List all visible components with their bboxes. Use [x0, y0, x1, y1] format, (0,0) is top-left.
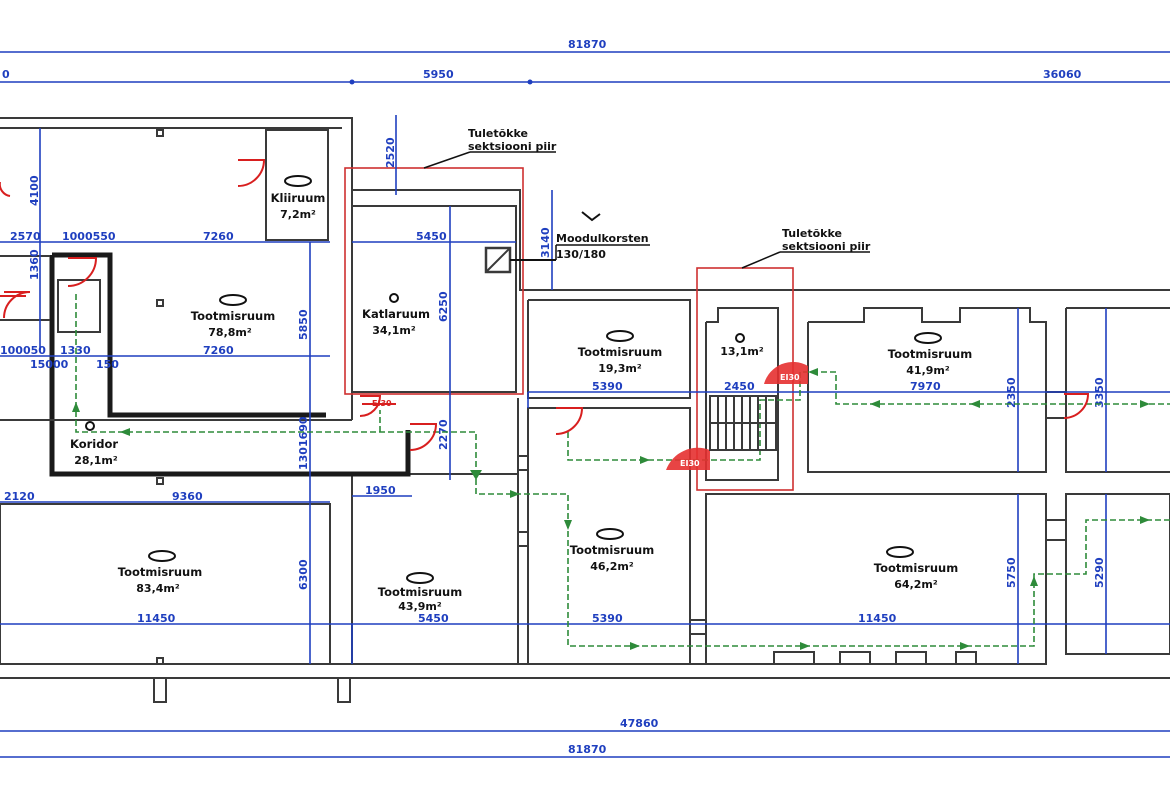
dim-7260-upper: 7260	[203, 230, 234, 243]
stair-treads	[709, 395, 777, 451]
dim-1301690: 1301690	[297, 416, 310, 470]
dim-2350: 2350	[1005, 377, 1018, 408]
dim-150: 150	[96, 358, 119, 371]
fire-section-note-1: Tuletõkke sektsiooni piir	[423, 127, 557, 169]
dim-5850: 5850	[297, 309, 310, 340]
room-name-tootmisruum-83: Tootmisruum	[118, 565, 202, 579]
room-area-koridor: 28,1m²	[74, 454, 118, 467]
dim-11450-right: 11450	[858, 612, 897, 625]
fire-note-2-line-2: sektsiooni piir	[782, 240, 871, 253]
dim-5750: 5750	[1005, 557, 1018, 588]
dim-15000: 15000	[30, 358, 69, 371]
room-name-tootmisruum-46: Tootmisruum	[570, 543, 654, 557]
door-label-3: EI30	[372, 399, 392, 408]
room-labels: Kliiruum 7,2m² Tootmisruum 78,8m² Katlar…	[70, 191, 972, 613]
dim-1000550: 1000550	[62, 230, 116, 243]
door-label-2: EI30	[780, 373, 800, 382]
fire-note-2-line-1: Tuletõkke	[782, 227, 842, 240]
room-area-kliiruum: 7,2m²	[280, 208, 316, 221]
dim-5390-b: 5390	[592, 612, 623, 625]
dim-6250: 6250	[437, 291, 450, 322]
dim-1360: 1360	[28, 249, 41, 280]
door-label-1: EI30	[680, 459, 700, 468]
dim-bottom-b: 81870	[568, 743, 607, 756]
interior-dimensions: 2570 1000550 7260 4100 1360 100050 1330 …	[0, 115, 1170, 664]
room-name-tootmisruum-19: Tootmisruum	[578, 345, 662, 359]
dim-2570: 2570	[10, 230, 41, 243]
dim-6300: 6300	[297, 559, 310, 590]
building-walls	[0, 117, 1170, 703]
dim-5450: 5450	[416, 230, 447, 243]
chimney-symbol: Moodulkorsten 130/180	[484, 211, 650, 274]
dim-top-left: 0	[2, 68, 10, 81]
dim-11450-left: 11450	[137, 612, 176, 625]
dim-4100: 4100	[28, 175, 41, 206]
room-area-tootmisruum-41: 41,9m²	[906, 364, 950, 377]
dim-5450-b: 5450	[418, 612, 449, 625]
fire-section-note-2: Tuletõkke sektsiooni piir	[741, 227, 871, 269]
dim-top-b: 36060	[1043, 68, 1082, 81]
room-area-tootmisruum-83: 83,4m²	[136, 582, 180, 595]
dim-2270: 2270	[437, 419, 450, 450]
room-name-tootmisruum-41: Tootmisruum	[888, 347, 972, 361]
chimney-label-1: Moodulkorsten	[556, 232, 649, 245]
fire-note-1-line-1: Tuletõkke	[468, 127, 528, 140]
room-area-tootmisruum-19: 19,3m²	[598, 362, 642, 375]
dim-3140: 3140	[539, 227, 552, 258]
room-name-kliiruum: Kliiruum	[271, 191, 326, 205]
dim-top-total: 81870	[568, 38, 607, 51]
room-tags	[85, 175, 942, 584]
top-dimension-lines: 81870 0 5950 36060	[0, 38, 1170, 85]
dim-5290: 5290	[1093, 557, 1106, 588]
room-area-tootmisruum-78: 78,8m²	[208, 326, 252, 339]
dim-2520: 2520	[384, 137, 397, 168]
room-area-tootmisruum-64: 64,2m²	[894, 578, 938, 591]
dim-top-a: 5950	[423, 68, 454, 81]
room-name-tootmisruum-78: Tootmisruum	[191, 309, 275, 323]
room-name-koridor: Koridor	[70, 437, 118, 451]
room-name-katlaruum: Katlaruum	[362, 307, 430, 321]
dim-1950: 1950	[365, 484, 396, 497]
dim-3350: 3350	[1093, 377, 1106, 408]
chimney-label-2: 130/180	[556, 248, 606, 261]
room-area-katlaruum: 34,1m²	[372, 324, 416, 337]
dim-9360: 9360	[172, 490, 203, 503]
bottom-dimension-lines: 47860 81870	[0, 717, 1170, 758]
room-name-tootmisruum-64: Tootmisruum	[874, 561, 958, 575]
dim-2120: 2120	[4, 490, 35, 503]
dim-2450: 2450	[724, 380, 755, 393]
room-name-tootmisruum-43: Tootmisruum	[378, 585, 462, 599]
dim-100050: 100050	[0, 344, 46, 357]
evacuation-route	[72, 294, 1170, 650]
fire-note-1-line-2: sektsiooni piir	[468, 140, 557, 153]
fire-doors: EI30 EI30 EI30	[0, 159, 1090, 470]
dim-7970: 7970	[910, 380, 941, 393]
room-area-tootmisruum-43: 43,9m²	[398, 600, 442, 613]
dim-5390-a: 5390	[592, 380, 623, 393]
room-area-tootmisruum-46: 46,2m²	[590, 560, 634, 573]
dim-bottom-a: 47860	[620, 717, 659, 730]
room-area-trepikoda: 13,1m²	[720, 345, 764, 358]
dim-7260-lower: 7260	[203, 344, 234, 357]
